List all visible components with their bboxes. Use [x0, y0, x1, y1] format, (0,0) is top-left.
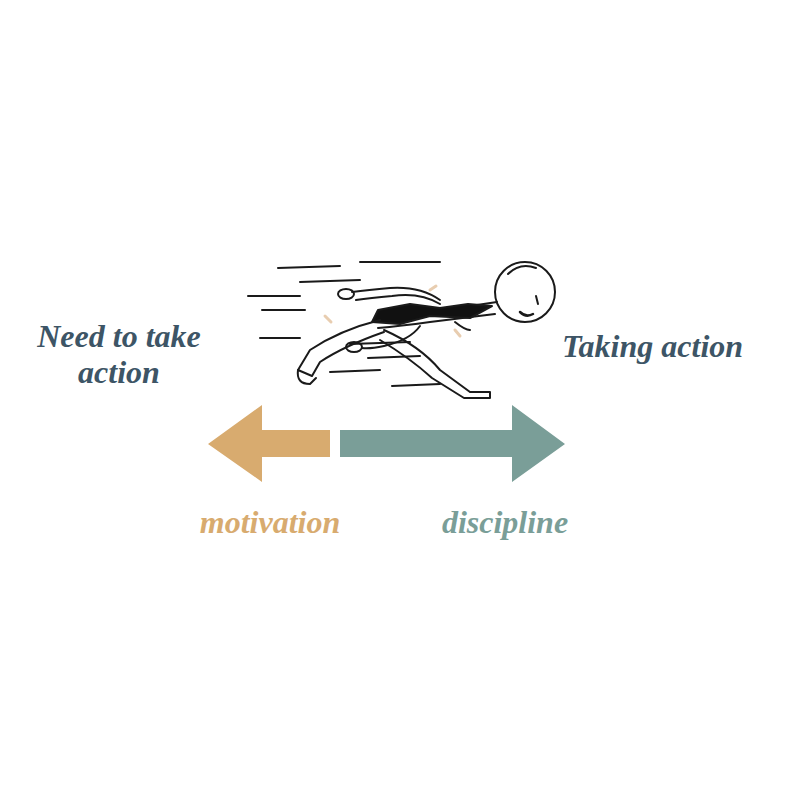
end-label: Taking action	[562, 328, 792, 364]
running-figure	[248, 262, 555, 398]
start-label: Need to take action	[14, 318, 224, 390]
motivation-label: motivation	[180, 504, 360, 540]
motivation-arrow	[208, 405, 330, 482]
discipline-arrow	[340, 405, 565, 482]
discipline-label: discipline	[420, 504, 590, 540]
